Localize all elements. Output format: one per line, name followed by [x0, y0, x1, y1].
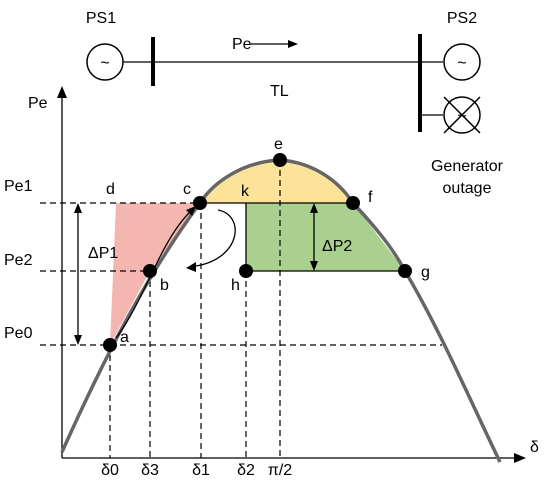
point-b [143, 264, 157, 278]
x-axis-arrowhead [514, 453, 526, 463]
operating-points [103, 153, 412, 352]
label-k: k [241, 183, 250, 200]
point-a [103, 338, 117, 352]
point-h [239, 264, 253, 278]
decelerating-area [246, 203, 405, 271]
ps1-generator-symbol: ~ [100, 55, 109, 72]
x-tick-delta1: δ1 [192, 462, 210, 479]
x-axis-label: δ [530, 439, 539, 456]
delta-p1-label: ΔP1 [88, 245, 118, 262]
point-e [273, 153, 287, 167]
point-c [193, 196, 207, 210]
y-axis-label: Pe [28, 95, 48, 112]
y-tick-pe2: Pe2 [4, 252, 33, 269]
reference-lines [40, 160, 442, 458]
label-e: e [274, 136, 283, 153]
power-flow-arrowhead [288, 40, 298, 48]
x-tick-delta2: δ2 [237, 462, 255, 479]
ps1-label: PS1 [86, 10, 116, 27]
svg-text:~: ~ [457, 108, 466, 125]
axes: Pe δ Pe1 Pe2 Pe0 δ0 δ3 δ1 δ2 π/2 [4, 86, 539, 479]
point-f [346, 196, 360, 210]
point-g [398, 264, 412, 278]
x-tick-pi-half: π/2 [268, 462, 292, 479]
label-c: c [183, 181, 191, 198]
label-f: f [368, 189, 373, 206]
label-g: g [421, 264, 430, 281]
ps2-generator-symbol: ~ [457, 55, 466, 72]
label-a: a [120, 329, 129, 346]
y-tick-pe0: Pe0 [4, 325, 33, 342]
delta-p2-marker [310, 203, 318, 271]
y-axis-arrowhead [57, 86, 67, 98]
delta-p2-label: ΔP2 [322, 238, 352, 255]
label-b: b [160, 277, 169, 294]
x-tick-delta0: δ0 [101, 462, 119, 479]
trajectory-c-to-b [195, 209, 236, 267]
ps2-generator-icon [443, 43, 481, 81]
outage-generator-icon: ~ [443, 96, 481, 134]
x-tick-delta3: δ3 [141, 462, 159, 479]
y-tick-pe1: Pe1 [4, 178, 33, 195]
label-d: d [106, 181, 115, 198]
transmission-line-label: TL [270, 83, 289, 100]
delta-p1-marker [74, 203, 82, 345]
accelerating-area [110, 203, 200, 345]
outage-label-line1: Generator [431, 158, 504, 175]
trajectory-c-to-b-arrowhead [186, 262, 196, 272]
ps2-label: PS2 [447, 10, 477, 27]
power-system-schematic: ~ PS1 Pe TL PS2 ~ ~ Generator outage [86, 10, 504, 197]
label-h: h [231, 277, 240, 294]
power-flow-label: Pe [232, 36, 252, 53]
trajectory-a-to-c-arrowhead [186, 206, 196, 216]
outage-label-line2: outage [443, 180, 492, 197]
